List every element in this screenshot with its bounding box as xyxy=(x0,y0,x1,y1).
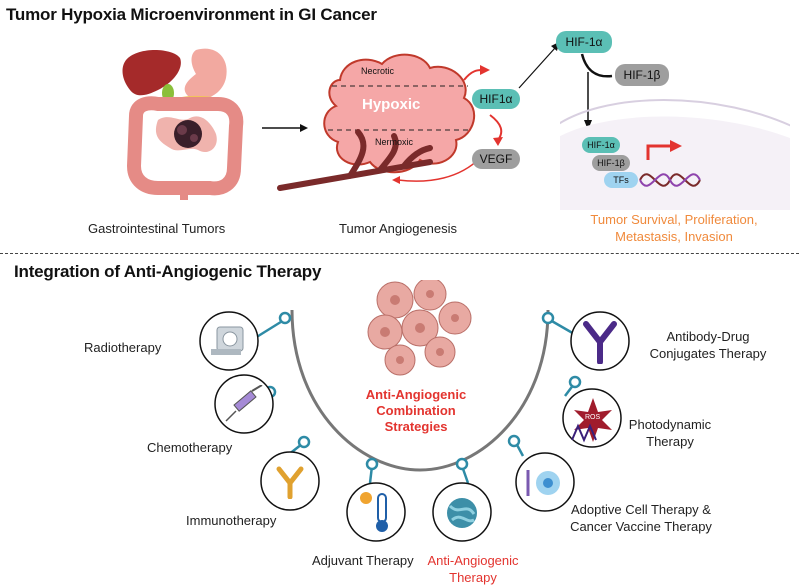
center-strategy-line2: Combination xyxy=(376,403,456,418)
hif-nucleus-illustration xyxy=(560,53,790,210)
antibody-drug-conjugate-icon xyxy=(583,321,617,364)
radiotherapy-machine-icon xyxy=(211,326,244,355)
outcome-line2: Metastasis, Invasion xyxy=(615,229,733,244)
adc-line2: Conjugates Therapy xyxy=(649,346,767,361)
adoptive-line1: Adoptive Cell Therapy & xyxy=(571,502,711,517)
antibody-icon xyxy=(276,466,304,499)
center-strategy-line1: Anti-Angiogenic xyxy=(365,387,467,402)
antiangiogenic-therapy-line2: Therapy xyxy=(449,570,497,585)
ros-label: ROS xyxy=(585,414,601,421)
chemotherapy-label: Chemotherapy xyxy=(147,440,233,455)
adc-line1: Antibody-Drug xyxy=(666,329,750,344)
radiotherapy-label: Radiotherapy xyxy=(84,340,162,355)
normoxic-label: Nermoxic xyxy=(375,137,414,147)
hif1a-top-pill: HIF-1α xyxy=(556,31,612,53)
gi-organs-illustration xyxy=(122,48,244,200)
hypoxic-tumor-illustration xyxy=(277,53,503,191)
hif1b-top-pill: HIF-1β xyxy=(615,64,669,86)
pdt-line2: Therapy xyxy=(646,434,694,449)
antiangiogenic-therapy-line1: Anti-Angiogenic xyxy=(427,553,519,568)
tfs-pill: TFs xyxy=(604,172,638,188)
adoptive-line2: Cancer Vaccine Therapy xyxy=(570,519,712,534)
gi-tumors-label: Gastrointestinal Tumors xyxy=(88,221,226,236)
page-title: Tumor Hypoxia Microenvironment in GI Can… xyxy=(6,5,377,24)
outcome-line1: Tumor Survival, Proliferation, xyxy=(590,212,758,227)
vegf-pill: VEGF xyxy=(472,149,520,169)
immunotherapy-label: Immunotherapy xyxy=(186,513,277,528)
hypoxic-label: Hypoxic xyxy=(362,96,421,113)
section-title-integration: Integration of Anti-Angiogenic Therapy xyxy=(14,262,322,281)
thermometer-icon xyxy=(360,492,388,532)
ros-star-icon xyxy=(571,398,612,443)
hif1a-pill: HIF1α xyxy=(472,89,520,109)
arrow-to-angiogenesis xyxy=(262,124,308,132)
pdt-line1: Photodynamic xyxy=(628,417,712,432)
hif1b-small-pill: HIF-1β xyxy=(592,155,630,171)
syringe-icon xyxy=(225,385,263,422)
tumor-angiogenesis-label: Tumor Angiogenesis xyxy=(339,221,458,236)
adjuvant-therapy-label: Adjuvant Therapy xyxy=(312,553,414,568)
t-cell-icon xyxy=(526,470,560,496)
center-strategy-line3: Strategies xyxy=(384,419,448,434)
vessel-cell-icon xyxy=(447,498,477,528)
hif1a-small-pill: HIF-1α xyxy=(582,137,620,153)
section-divider xyxy=(0,253,799,254)
necrotic-label: Necrotic xyxy=(361,66,395,76)
